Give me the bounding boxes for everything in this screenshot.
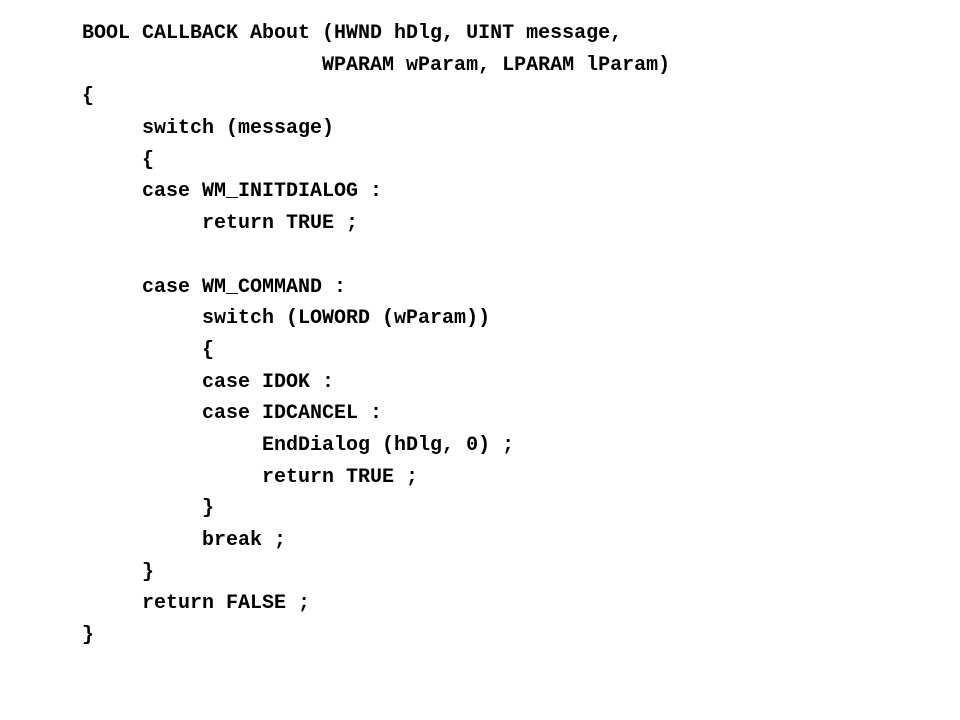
code-line-10: switch (LOWORD (wParam)) (82, 307, 491, 331)
code-line-3: { (82, 85, 95, 109)
code-line-20: } (82, 624, 95, 648)
code-line-12: case IDOK : (82, 370, 335, 394)
code-line-4: switch (message) (82, 117, 335, 141)
code-line-5: { (82, 148, 155, 172)
code-line-18: } (82, 560, 155, 584)
code-line-8 (82, 240, 670, 272)
code-line-17: break ; (82, 529, 287, 552)
code-line-11: { (82, 338, 215, 362)
code-line-7: return TRUE ; (82, 212, 359, 236)
code-line-1: BOOL CALLBACK About (HWND hDlg, UINT mes… (82, 22, 623, 45)
code-line-16: } (82, 497, 215, 521)
code-line-13: case IDCANCEL : (82, 402, 383, 426)
code-line-9: case WM_COMMAND : (82, 275, 347, 299)
code-line-2: WPARAM wParam, LPARAM lParam) (82, 53, 671, 77)
code-listing: BOOL CALLBACK About (HWND hDlg, UINT mes… (82, 18, 670, 652)
code-line-6: case WM_INITDIALOG : (82, 180, 383, 204)
code-line-15: return TRUE ; (82, 465, 419, 489)
code-line-19: return FALSE ; (82, 592, 311, 616)
code-line-14: EndDialog (hDlg, 0) ; (82, 433, 515, 457)
